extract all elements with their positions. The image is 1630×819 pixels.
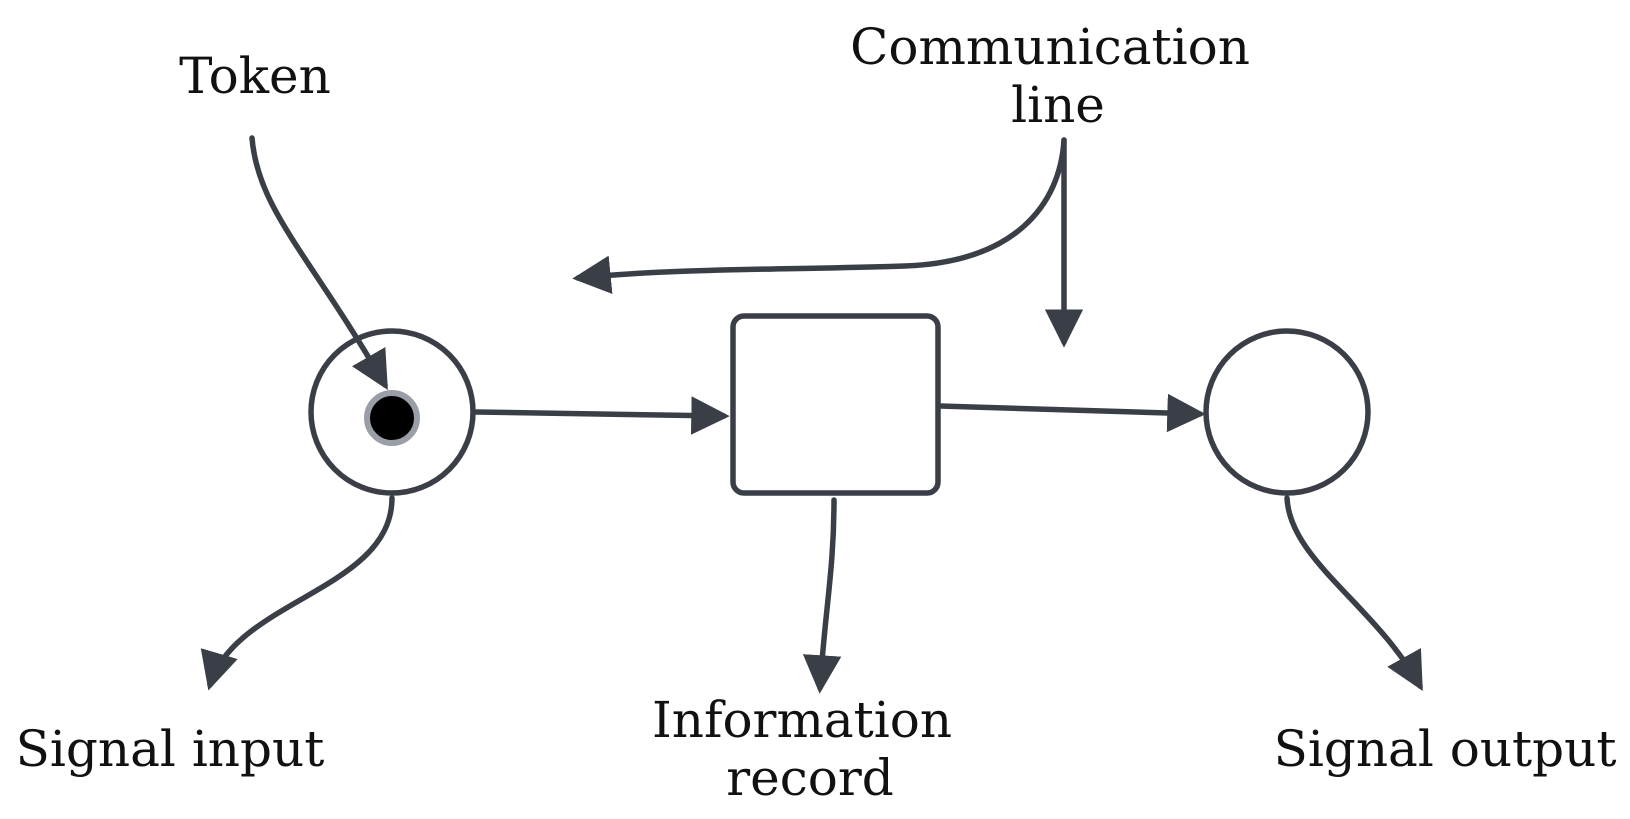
arc-input-to-transition xyxy=(473,396,730,435)
token xyxy=(364,390,420,446)
signal-output-label: Signal output xyxy=(1274,720,1617,778)
communication-line-label-line-1: Communication xyxy=(850,18,1250,76)
token-callout-arrow xyxy=(249,135,388,391)
signal-input-label: Signal input xyxy=(16,720,325,778)
transition-box xyxy=(730,313,941,496)
communication-line-callout-left-arrow xyxy=(572,137,1067,294)
output-place xyxy=(1203,328,1371,496)
information-record-label: Information record xyxy=(652,691,968,807)
arc-transition-to-output xyxy=(937,393,1206,433)
signal-output-callout-arrow xyxy=(1284,495,1423,692)
communication-line-label: Communication line xyxy=(850,18,1266,134)
information-record-callout-arrow xyxy=(802,497,842,694)
signal-input-callout-arrow xyxy=(200,495,395,691)
information-record-label-line-1: Information xyxy=(652,691,952,749)
communication-line-label-line-2: line xyxy=(1011,76,1105,134)
token-label: Token xyxy=(179,47,331,105)
information-record-label-line-2: record xyxy=(726,749,894,807)
